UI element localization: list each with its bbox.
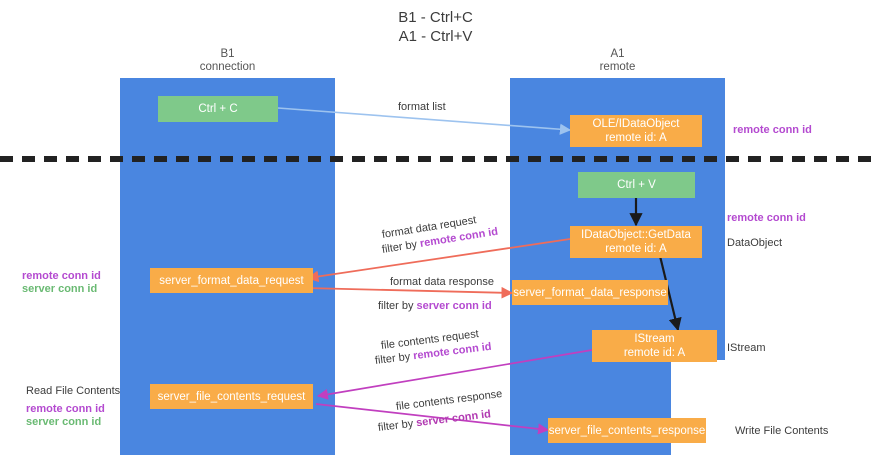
- edge-label-format-list: format list: [398, 101, 446, 113]
- annotation-left-remote-conn-id-bottom: remote conn id: [26, 403, 105, 415]
- node-server-file-contents-response[interactable]: server_file_contents_response: [548, 418, 706, 443]
- node-server-format-data-response[interactable]: server_format_data_response: [512, 280, 668, 305]
- column-header-b1: B1 connection: [199, 48, 256, 73]
- edge-label-format-data-response: format data response: [390, 276, 494, 288]
- node-ctrl-v[interactable]: Ctrl + V: [578, 172, 695, 198]
- node-server-file-contents-request[interactable]: server_file_contents_request: [150, 384, 313, 409]
- filter-prefix: filter by: [378, 300, 417, 312]
- edge-label-format-data-response-filter: filter by server conn id: [378, 299, 492, 313]
- annotation-right-write-file-contents: Write File Contents: [735, 425, 829, 437]
- annotation-right-remote-conn-id-mid: remote conn id: [727, 212, 806, 224]
- annotation-left-remote-conn-id-mid: remote conn id: [22, 270, 101, 282]
- filter-prefix: filter by: [377, 417, 417, 434]
- annotation-right-istream: IStream: [727, 342, 766, 354]
- node-ole-idataobject[interactable]: OLE/IDataObject remote id: A: [570, 115, 702, 147]
- filter-key-server-conn-id: server conn id: [416, 300, 492, 312]
- annotation-left-server-conn-id-bottom: server conn id: [26, 416, 102, 428]
- page-title: B1 - Ctrl+C A1 - Ctrl+V: [398, 9, 473, 45]
- node-ctrl-c[interactable]: Ctrl + C: [158, 96, 278, 122]
- annotation-left-read-file-contents: Read File Contents: [26, 385, 121, 397]
- node-istream[interactable]: IStream remote id: A: [592, 330, 717, 362]
- column-header-a1: A1 remote: [599, 48, 636, 73]
- annotation-right-dataobject: DataObject: [727, 237, 783, 249]
- annotation-left-server-conn-id-mid: server conn id: [22, 283, 98, 295]
- edge-label-file-contents-response-filter: filter by server conn id: [377, 407, 492, 435]
- node-idataobject-getdata[interactable]: IDataObject::GetData remote id: A: [570, 226, 702, 258]
- filter-key-server-conn-id: server conn id: [415, 408, 492, 430]
- filter-prefix: filter by: [374, 350, 414, 367]
- annotation-right-remote-conn-id-top: remote conn id: [733, 124, 812, 136]
- node-server-format-data-request[interactable]: server_format_data_request: [150, 268, 313, 293]
